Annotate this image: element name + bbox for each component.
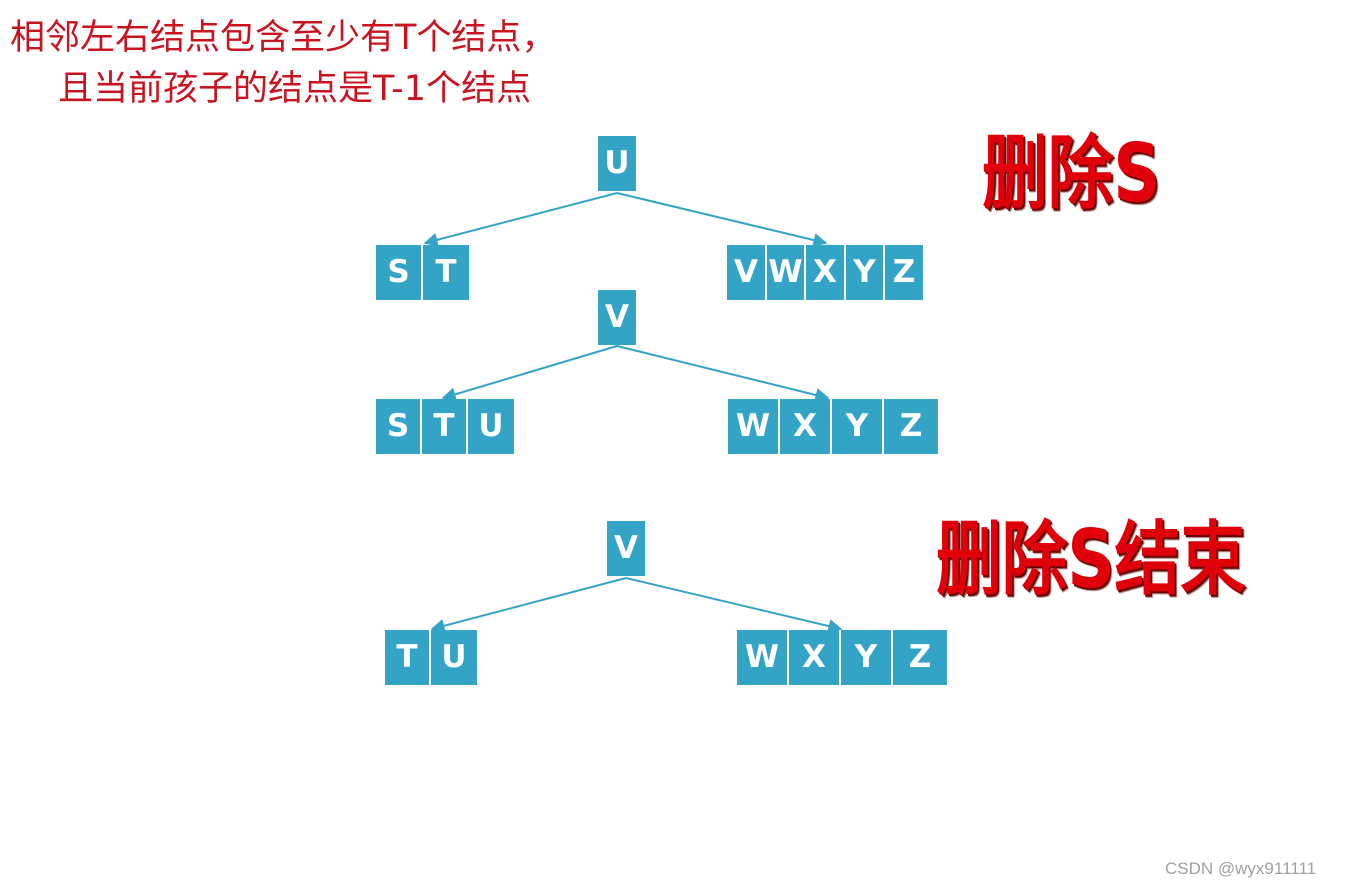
tree2-left-key-0: S <box>376 399 422 454</box>
step-label-delete-s: 删除S <box>982 127 1161 220</box>
tree2-right-key-2: Y <box>832 399 884 454</box>
tree1-right-key-3: Y <box>846 245 885 300</box>
edge-t1-right <box>616 192 828 247</box>
edge-t2-left <box>441 345 618 402</box>
tree2-root-node: V <box>598 290 636 345</box>
tree3-left-key-0: T <box>385 630 431 685</box>
edge-t1-left <box>423 192 618 247</box>
edge-t2-right <box>616 345 830 402</box>
watermark: CSDN @wyx911111 <box>1165 859 1317 878</box>
tree1-left-key-0: S <box>376 245 423 300</box>
tree2-root-key-0: V <box>598 290 636 345</box>
tree2-right-key-1: X <box>780 399 832 454</box>
tree1-right-key-0: V <box>727 245 767 300</box>
edge-t3-left <box>430 577 627 633</box>
edge-t3-right <box>625 577 843 633</box>
tree1-left-key-1: T <box>423 245 469 300</box>
tree3-left-node: T U <box>385 630 477 685</box>
tree2-right-node: W X Y Z <box>728 399 938 454</box>
caption-line-2: 且当前孩子的结点是T-1个结点 <box>58 69 532 109</box>
tree2-left-node: S T U <box>376 399 514 454</box>
caption-line-1: 相邻左右结点包含至少有T个结点， <box>10 18 557 58</box>
tree1-right-node: V W X Y Z <box>727 245 923 300</box>
tree2-left-key-1: T <box>422 399 468 454</box>
tree1-right-key-2: X <box>806 245 846 300</box>
tree1-right-key-1: W <box>767 245 806 300</box>
tree2-right-key-3: Z <box>884 399 938 454</box>
tree3-right-key-2: Y <box>841 630 893 685</box>
tree1-left-node: S T <box>376 245 469 300</box>
tree3-right-key-1: X <box>789 630 841 685</box>
step-label-delete-s-done: 删除S结束 <box>936 513 1246 606</box>
tree1-root-node: U <box>598 136 636 191</box>
tree3-left-key-1: U <box>431 630 477 685</box>
tree3-right-node: W X Y Z <box>737 630 947 685</box>
tree3-root-node: V <box>607 521 645 576</box>
tree3-right-key-3: Z <box>893 630 947 685</box>
tree1-right-key-4: Z <box>885 245 923 300</box>
tree1-root-key-0: U <box>598 136 636 191</box>
tree2-right-key-0: W <box>728 399 780 454</box>
tree2-left-key-2: U <box>468 399 514 454</box>
tree3-right-key-0: W <box>737 630 789 685</box>
tree3-root-key-0: V <box>607 521 645 576</box>
